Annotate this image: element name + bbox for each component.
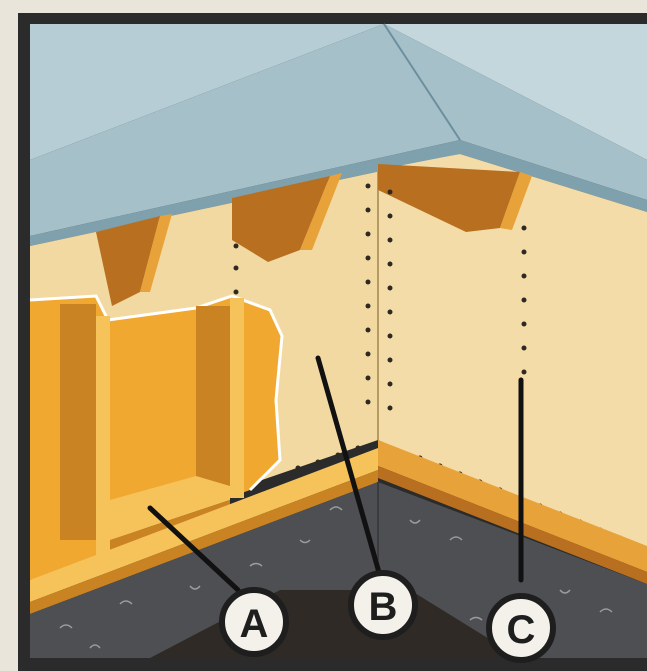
callout-a: A [222, 590, 286, 654]
callout-c: C [489, 596, 553, 660]
callout-c-label: C [507, 608, 536, 652]
callout-a-label: A [240, 602, 269, 646]
callout-b: B [351, 573, 415, 637]
callout-b-label: B [369, 585, 398, 629]
